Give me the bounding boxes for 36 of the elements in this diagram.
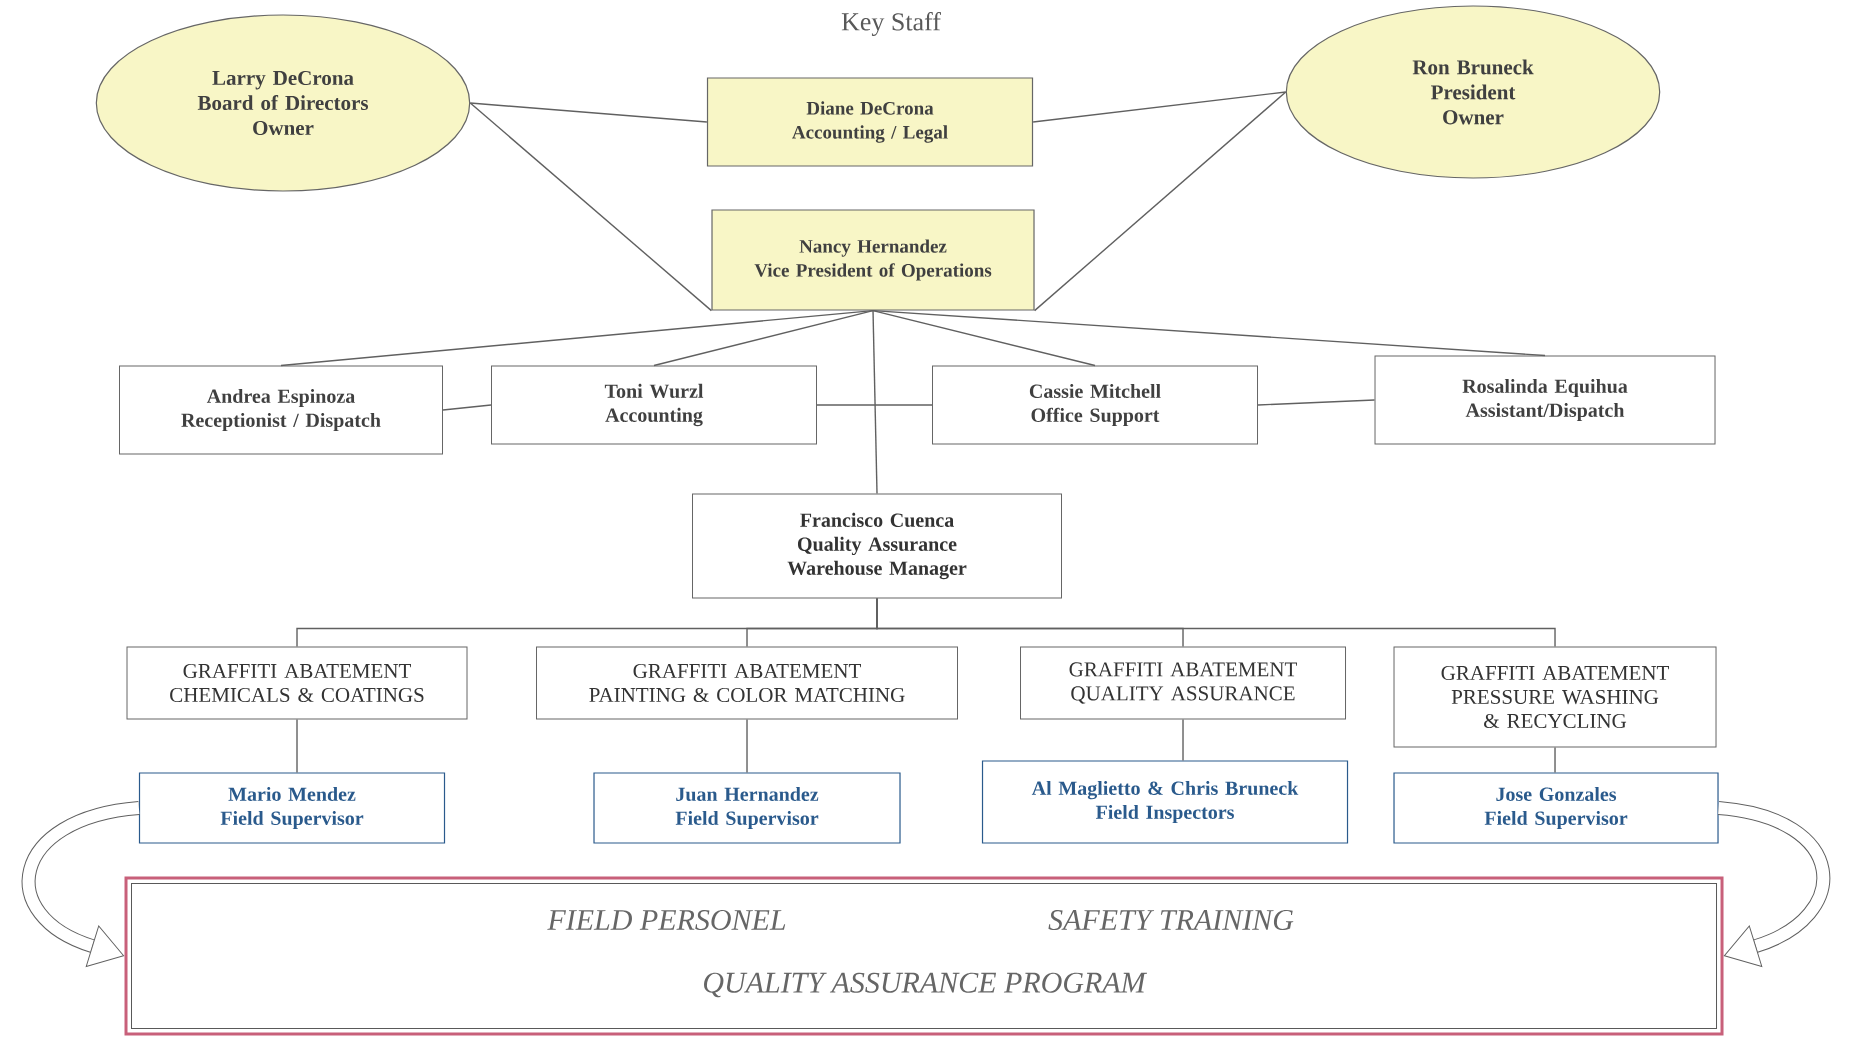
connector-line <box>1554 746 1556 774</box>
staff-box: Toni Wurzl Accounting <box>491 365 817 445</box>
curved-arrow <box>21 801 140 967</box>
connector-line <box>442 404 492 411</box>
department-box: GRAFFITI ABATEMENT QUALITY ASSURANCE <box>1020 646 1346 720</box>
supervisor-box: Mario Mendez Field Supervisor <box>138 772 446 844</box>
connector-line <box>746 718 748 774</box>
staff-box: Cassie Mitchell Office Support <box>932 365 1258 445</box>
connector-line <box>469 102 708 123</box>
connector-line <box>1033 91 1287 312</box>
connector-line <box>1257 399 1376 406</box>
department-box: GRAFFITI ABATEMENT CHEMICALS & COATINGS <box>126 646 468 720</box>
connector-line <box>1032 91 1287 123</box>
connector-line <box>872 309 1096 367</box>
connector-line <box>876 597 1556 648</box>
staff-box: Rosalinda Equihua Assistant/Dispatch <box>1374 355 1716 445</box>
staff-box: Andrea Espinoza Receptionist / Dispatch <box>119 365 443 455</box>
supervisor-box: Jose Gonzales Field Supervisor <box>1393 772 1719 844</box>
connector-line <box>1182 718 1184 762</box>
curved-arrow <box>1717 801 1830 967</box>
department-box: GRAFFITI ABATEMENT PRESSURE WASHING & RECYCLING <box>1393 646 1717 748</box>
connector-line <box>872 309 878 495</box>
title: Key Staff <box>841 12 941 36</box>
executive-box: Diane DeCrona Accounting / Legal <box>706 77 1034 167</box>
supervisor-box: Al Maglietto & Chris Bruneck Field Inspectors <box>981 760 1349 844</box>
executive-box: Nancy Hernandez Vice President of Operations <box>711 209 1035 311</box>
connector-line <box>280 309 874 367</box>
connector-line <box>296 718 298 774</box>
department-box: GRAFFITI ABATEMENT PAINTING & COLOR MATCHING <box>536 646 958 720</box>
connector-line <box>816 404 933 406</box>
supervisor-box: Juan Hernandez Field Supervisor <box>593 772 901 844</box>
connector-line <box>872 309 1546 357</box>
connector-line <box>653 309 874 367</box>
manager-box: Francisco Cuenca Quality Assurance Warehouse Manager <box>692 493 1062 599</box>
connector-line <box>469 102 713 312</box>
program-banner: FIELD PERSONEL SAFETY TRAINING QUALITY ASSURANCE PROGRAM <box>124 876 1724 1036</box>
